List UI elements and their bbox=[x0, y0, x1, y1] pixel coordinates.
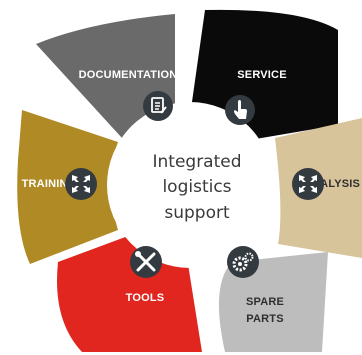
segment-documentation bbox=[36, 14, 175, 138]
arrows-inward-icon bbox=[292, 168, 324, 200]
label-spare-parts-line2: PARTS bbox=[246, 313, 283, 325]
label-spare-parts-line1: SPARE bbox=[246, 296, 284, 308]
center-title-line3: support bbox=[164, 203, 230, 223]
label-documentation: DOCUMENTATION bbox=[79, 69, 178, 81]
gears-icon bbox=[227, 246, 259, 278]
segment-tools bbox=[57, 236, 202, 352]
center-disc bbox=[107, 102, 273, 268]
arrows-inward-icon bbox=[65, 168, 97, 200]
label-tools: TOOLS bbox=[126, 292, 165, 304]
label-training: TRAINING bbox=[22, 178, 77, 190]
hand-pointer-icon bbox=[225, 95, 255, 125]
label-service: SERVICE bbox=[237, 69, 287, 81]
document-icon bbox=[143, 91, 173, 121]
center-title-line2: logistics bbox=[162, 177, 231, 197]
center-title-line1: Integrated bbox=[152, 152, 241, 172]
wrench-screwdriver-icon bbox=[130, 246, 162, 278]
